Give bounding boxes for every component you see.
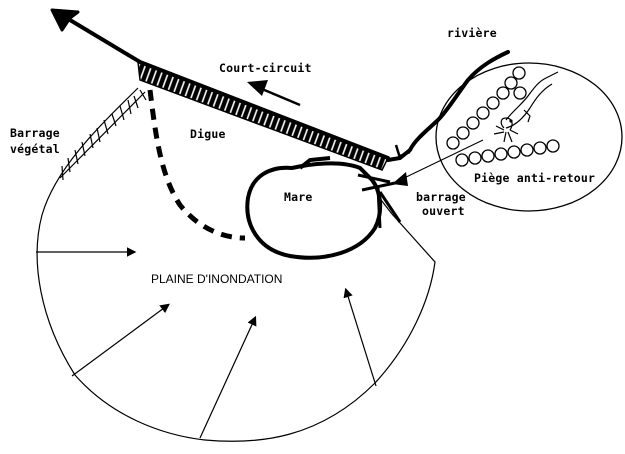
pond-outline — [245, 161, 383, 260]
trap-detail-circle — [435, 62, 623, 212]
dike — [137, 60, 390, 171]
label-barrage-ouvert-1: barrage — [416, 190, 466, 204]
label-plaine-inondation: PLAINE D'INONDATION — [151, 272, 283, 286]
trap-eggs-lower — [455, 139, 560, 167]
inflow-arrow-3 — [199, 315, 257, 439]
label-mare: Mare — [284, 190, 313, 204]
vegetal-barrier — [59, 89, 147, 181]
trap-pointer-arrow — [392, 139, 484, 186]
inflow-arrow-2 — [71, 303, 170, 377]
label-barrage-vegetal-2: végétal — [10, 142, 60, 156]
label-riviere: rivière — [447, 26, 497, 40]
open-barrier — [357, 173, 402, 229]
court-circuit-direction-arrow — [247, 80, 301, 107]
label-barrage-ouvert-2: ouvert — [422, 204, 465, 218]
label-court-circuit: Court-circuit — [219, 61, 312, 75]
court-circuit-channel — [58, 12, 390, 160]
river — [386, 50, 510, 162]
trap-eggs-upper — [446, 66, 527, 150]
label-digue: Digue — [190, 127, 226, 141]
dashed-flow-path — [147, 89, 246, 241]
court-circuit-outflow-arrowhead — [50, 8, 80, 32]
salamander-icon — [493, 71, 559, 143]
floodplain-outline — [36, 87, 436, 442]
inflow-arrows — [36, 247, 377, 439]
label-barrage-vegetal-1: Barrage — [10, 126, 60, 140]
label-piege-anti-retour: Piège anti-retour — [474, 171, 596, 185]
inflow-arrow-4 — [343, 287, 377, 387]
